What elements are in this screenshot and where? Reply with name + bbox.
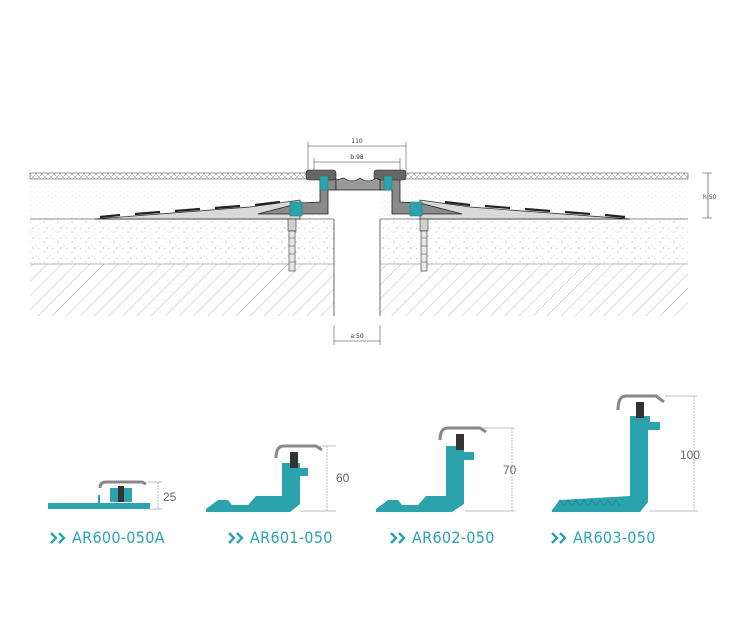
product-label-ar602[interactable]: AR602-050 [390,528,495,547]
bedding-right [419,199,631,220]
height-label-ar601: 60 [336,471,350,485]
dimension-h-label: h:50 [703,194,717,201]
dimension-110: 110 [307,138,407,172]
double-chevron-icon [390,532,406,544]
dimension-h: h:50 [702,172,717,219]
dimension-110-label: 110 [351,138,363,145]
product-code: AR602-050 [412,528,495,547]
product-code: AR600-050A [72,528,165,547]
product-label-ar600[interactable]: AR600-050A [50,528,165,547]
profile-ar601: 60 [206,444,350,512]
substrate-left [29,172,335,316]
double-chevron-icon [50,532,66,544]
substrate-right [379,172,689,316]
dimension-b: b:98 [313,154,401,170]
profile-ar603: 100 [552,394,700,512]
product-label-ar601[interactable]: AR601-050 [228,528,333,547]
height-label-ar600: 25 [163,490,177,504]
dimension-b-label: b:98 [350,154,364,161]
double-chevron-icon [228,532,244,544]
product-label-ar603[interactable]: AR603-050 [551,528,656,547]
cross-section: 110 b:98 h:50 a:50 [29,138,717,345]
double-chevron-icon [551,532,567,544]
height-label-ar602: 70 [503,463,517,477]
product-code: AR603-050 [573,528,656,547]
dimension-a: a:50 [333,325,381,345]
dimension-a-label: a:50 [350,333,364,340]
height-label-ar603: 100 [680,448,700,462]
profile-ar602: 70 [376,426,517,512]
bedding-left [94,199,301,220]
profile-right [373,169,463,272]
center-insert [335,177,381,191]
product-code: AR601-050 [250,528,333,547]
profile-left [257,169,337,272]
profile-ar600: 25 [48,480,177,510]
